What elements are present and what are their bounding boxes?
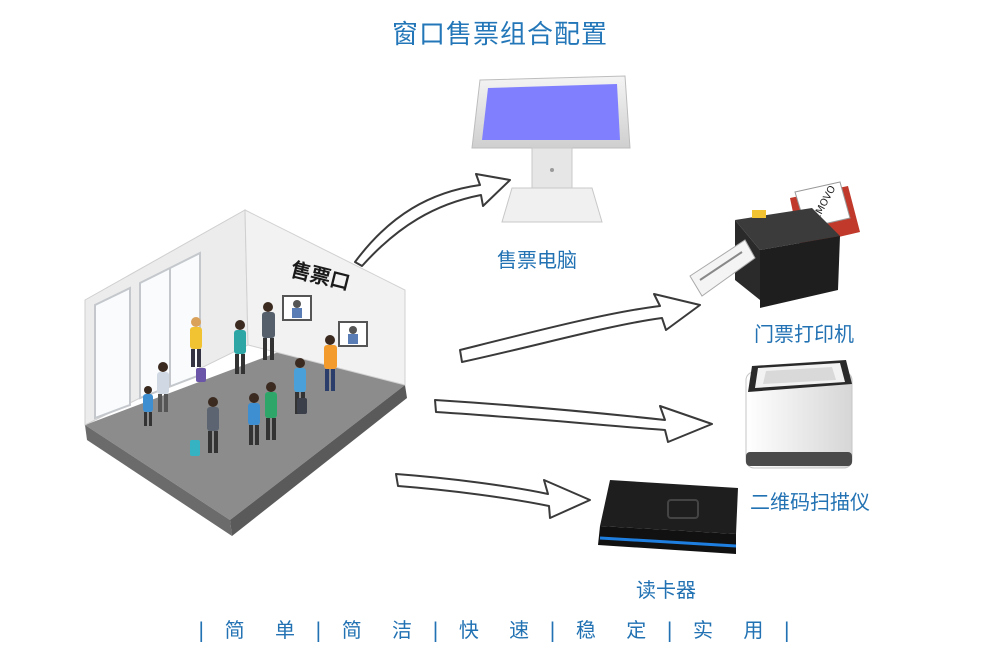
ticket-printer-illustration: DEMOVO <box>689 181 860 308</box>
diagram-title: 窗口售票组合配置 <box>391 20 608 50</box>
flow-arrows <box>354 173 713 519</box>
feature-footer: |简 单|简 洁|快 速|稳 定|实 用| <box>197 618 803 642</box>
pc-label: 售票电脑 <box>497 248 577 272</box>
people-queue <box>143 302 337 456</box>
scanner-label: 二维码扫描仪 <box>750 490 870 514</box>
feature-item: 实 用 <box>693 618 776 642</box>
pc-monitor-illustration <box>471 75 631 223</box>
arrow-to-scanner <box>434 399 713 443</box>
arrow-to-card-reader <box>395 473 591 519</box>
qr-scanner-illustration <box>745 360 853 469</box>
printer-label: 门票打印机 <box>754 322 854 346</box>
feature-item: 简 单 <box>224 618 307 642</box>
arrow-to-pc <box>354 173 511 267</box>
card-reader-illustration <box>598 480 738 554</box>
feature-item: 简 洁 <box>341 618 425 642</box>
feature-item: 稳 定 <box>575 618 659 642</box>
card-reader-label: 读卡器 <box>636 578 696 602</box>
feature-item: 快 速 <box>458 618 542 642</box>
arrow-to-printer <box>459 293 701 363</box>
ticket-office-illustration <box>84 209 407 536</box>
